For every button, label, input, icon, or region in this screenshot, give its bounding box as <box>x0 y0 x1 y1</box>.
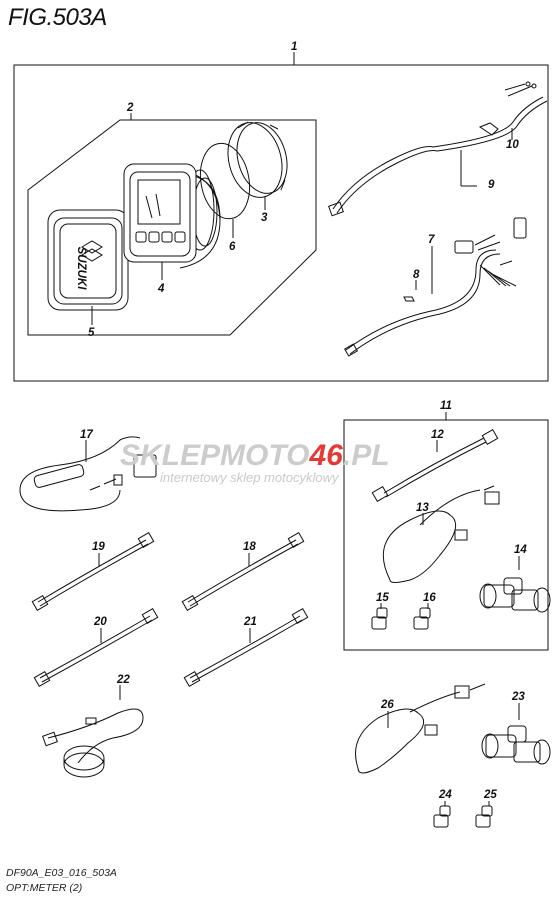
terminator-24-icon <box>433 805 451 828</box>
terminator-15-icon <box>371 607 388 630</box>
callout-12: 12 <box>431 429 444 441</box>
drop-cable-19-icon <box>31 531 155 612</box>
meter-cover-logo: SUZUKI <box>75 247 87 291</box>
footer-subtitle: OPT:METER (2) <box>6 882 83 894</box>
watermark-part2: MOTO <box>220 439 309 472</box>
callout-22: 22 <box>116 674 130 686</box>
terminator-25-icon <box>475 805 493 828</box>
t-connector-14-icon <box>479 577 551 613</box>
callout-24: 24 <box>438 789 452 801</box>
cable-26-icon <box>355 683 486 774</box>
callout-5: 5 <box>88 327 95 339</box>
callout-17: 17 <box>80 429 93 441</box>
watermark-part1: SKLEP <box>120 439 221 472</box>
callout-20: 20 <box>93 616 107 628</box>
callout-23: 23 <box>511 691 525 703</box>
callout-labels: 1 2 3 4 5 6 7 8 9 10 11 12 13 14 15 16 1… <box>80 41 527 801</box>
callout-15: 15 <box>376 592 389 604</box>
harness-7-icon <box>343 217 527 357</box>
cable-12-icon <box>371 428 499 503</box>
callout-21: 21 <box>243 616 257 628</box>
callout-26: 26 <box>380 699 394 711</box>
callout-6: 6 <box>229 241 236 253</box>
watermark: SKLEPMOTO46.PL internetowy sklep motocyk… <box>120 439 390 485</box>
callout-11: 11 <box>440 400 452 412</box>
svg-text:SKLEPMOTO46.PL: SKLEPMOTO46.PL <box>120 439 390 472</box>
sensor-cable-17-icon <box>19 436 157 512</box>
callout-4: 4 <box>157 283 165 295</box>
kit-box-11 <box>343 419 549 651</box>
callout-14: 14 <box>514 544 527 556</box>
drop-cable-21-icon <box>183 607 309 688</box>
callout-19: 19 <box>92 541 105 553</box>
gasket-ring-icon <box>199 142 251 220</box>
watermark-tagline: internetowy sklep motocyklowy <box>160 470 340 485</box>
kit-box-2 <box>27 119 317 336</box>
callout-13: 13 <box>416 502 429 514</box>
footer-code: DF90A_E03_016_503A <box>6 867 117 879</box>
watermark-part4: .PL <box>343 439 390 472</box>
callout-7: 7 <box>428 234 435 246</box>
cable-13-icon <box>382 485 500 583</box>
meter-cover-icon <box>47 209 129 311</box>
drop-cable-20-icon <box>33 607 159 688</box>
harness-9-icon <box>328 81 548 217</box>
figure-title: FIG.503A <box>8 4 107 31</box>
callout-1: 1 <box>291 41 297 53</box>
drop-cable-18-icon <box>181 531 305 612</box>
callout-8: 8 <box>413 269 420 281</box>
callout-16: 16 <box>423 592 436 604</box>
mounting-ring-icon <box>227 121 288 198</box>
watermark-part3: 46 <box>308 439 343 472</box>
sensor-22-icon <box>42 708 144 778</box>
callout-3: 3 <box>261 212 268 224</box>
callout-10: 10 <box>506 139 519 151</box>
kit-box-1 <box>13 64 549 382</box>
callout-2: 2 <box>126 102 134 114</box>
t-connector-23-icon <box>481 725 551 765</box>
terminator-16-icon <box>413 607 431 630</box>
callout-9: 9 <box>488 179 495 191</box>
meter-gauge-icon <box>123 163 221 269</box>
callout-25: 25 <box>483 789 497 801</box>
callout-18: 18 <box>243 541 256 553</box>
